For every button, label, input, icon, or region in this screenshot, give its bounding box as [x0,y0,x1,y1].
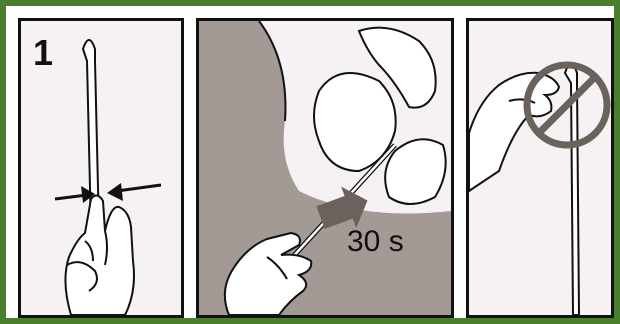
panel-insertion: 30 s [196,18,454,318]
insertion-illustration [199,21,451,315]
hand-illustration [65,195,134,315]
panel-do-not-touch [466,18,614,318]
step-number: 1 [33,35,53,71]
do-not-touch-illustration [469,21,611,315]
anatomy-outline [314,28,446,204]
duration-label: 30 s [347,227,404,257]
hand-illustration [469,73,559,191]
arrow-left-icon [107,183,161,201]
panel-step-1: 1 [18,18,184,318]
arrow-right-icon [55,186,95,203]
